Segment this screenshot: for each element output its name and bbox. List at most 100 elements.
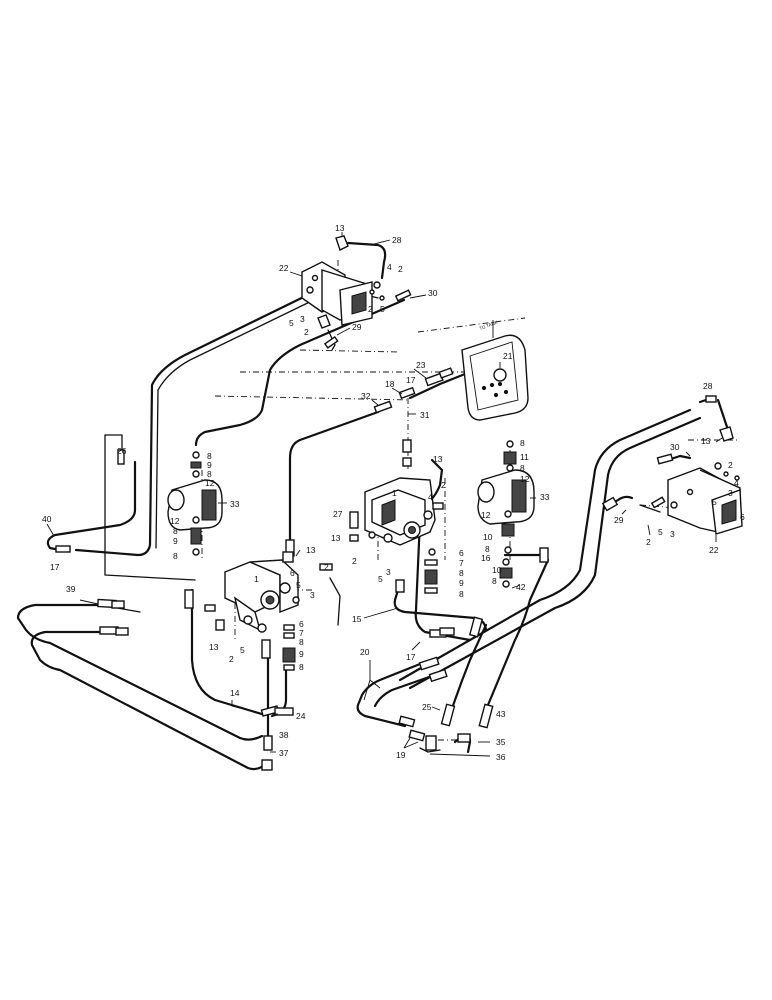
callout-1: 1 — [392, 488, 397, 498]
callout-25: 25 — [422, 702, 432, 712]
callout-6: 6 — [299, 619, 304, 629]
callout-12: 12 — [205, 478, 215, 488]
callout-2: 2 — [352, 556, 357, 566]
callout-9: 9 — [459, 578, 464, 588]
tank-caption: TO TANK — [479, 320, 499, 331]
callout-30: 30 — [670, 442, 680, 452]
callout-3: 3 — [310, 590, 315, 600]
callout-38: 38 — [279, 730, 289, 740]
hydraulic-lines — [16, 241, 730, 771]
callout-12: 12 — [170, 516, 180, 526]
callout-16: 16 — [481, 553, 491, 563]
callout-21: 21 — [503, 351, 513, 361]
callout-13: 13 — [209, 642, 219, 652]
callout-3: 3 — [670, 529, 675, 539]
callout-8: 8 — [173, 526, 178, 536]
callout-2: 2 — [398, 264, 403, 274]
callout-5: 5 — [289, 318, 294, 328]
callout-43: 43 — [496, 709, 506, 719]
callout-2: 2 — [304, 327, 309, 337]
left-cylinder — [167, 451, 223, 556]
callout-8: 8 — [207, 469, 212, 479]
callout-6: 6 — [740, 512, 745, 522]
callout-26: 26 — [117, 446, 127, 456]
callout-17: 17 — [406, 375, 416, 385]
callout-8: 8 — [299, 637, 304, 647]
callout-4: 4 — [734, 478, 739, 488]
callout-33: 33 — [540, 492, 550, 502]
callout-31: 31 — [420, 410, 430, 420]
right-cylinder — [477, 440, 535, 588]
callout-27: 27 — [333, 509, 343, 519]
callout-8: 8 — [173, 551, 178, 561]
line-fittings — [55, 367, 717, 771]
callout-1: 1 — [254, 574, 259, 584]
callout-5: 5 — [240, 645, 245, 655]
callout-9: 9 — [173, 536, 178, 546]
callout-3: 3 — [728, 488, 733, 498]
callout-13: 13 — [433, 454, 443, 464]
callout-13: 13 — [701, 436, 711, 446]
callout-42: 42 — [516, 582, 526, 592]
callout-28: 28 — [703, 381, 713, 391]
callout-30: 30 — [428, 288, 438, 298]
callout-17: 17 — [50, 562, 60, 572]
callout-13: 13 — [335, 223, 345, 233]
callout-22: 22 — [279, 263, 289, 273]
right-control-unit — [650, 426, 743, 535]
callout-36: 36 — [496, 752, 506, 762]
callout-6: 6 — [459, 548, 464, 558]
callout-2: 2 — [646, 537, 651, 547]
callout-22: 22 — [709, 545, 719, 555]
callout-8: 8 — [520, 463, 525, 473]
callout-2: 2 — [229, 654, 234, 664]
callout-18: 18 — [385, 379, 395, 389]
middle-control-valve — [364, 477, 438, 594]
callout-19: 19 — [396, 750, 406, 760]
callout-10: 10 — [483, 532, 493, 542]
callout-10: 10 — [492, 565, 502, 575]
callout-35: 35 — [496, 737, 506, 747]
callout-12: 12 — [481, 510, 491, 520]
callout-29: 29 — [352, 322, 362, 332]
callout-24: 24 — [296, 711, 306, 721]
callout-5: 5 — [658, 527, 663, 537]
callout-2: 2 — [728, 460, 733, 470]
callout-15: 15 — [352, 614, 362, 624]
callout-23: 23 — [416, 360, 426, 370]
callout-8: 8 — [207, 451, 212, 461]
callout-29: 29 — [614, 515, 624, 525]
callout-6: 6 — [290, 568, 295, 578]
callout-11: 11 — [520, 452, 529, 462]
callout-12: 12 — [520, 474, 530, 484]
callout-13: 13 — [331, 533, 341, 543]
callout-37: 37 — [279, 748, 289, 758]
callout-8: 8 — [299, 662, 304, 672]
callout-labels: 13 28 22 4 2 5 3 2 5 2 29 30 21 23 17 18… — [42, 223, 745, 762]
tank-panel: TO TANK — [461, 320, 529, 421]
callout-7: 7 — [299, 628, 304, 638]
callout-8: 8 — [485, 544, 490, 554]
callout-32: 32 — [361, 391, 371, 401]
leader-lines — [46, 232, 723, 757]
callout-4: 4 — [428, 492, 433, 502]
callout-2: 2 — [441, 480, 446, 490]
top-control-unit — [301, 235, 412, 349]
left-control-valve — [215, 559, 300, 671]
callout-20: 20 — [360, 647, 370, 657]
callout-9: 9 — [207, 460, 212, 470]
callout-3: 3 — [386, 567, 391, 577]
callout-8: 8 — [459, 568, 464, 578]
callout-39: 39 — [66, 584, 76, 594]
callout-2: 2 — [368, 304, 373, 314]
callout-17: 17 — [406, 652, 416, 662]
callout-4: 4 — [387, 262, 392, 272]
callout-7: 7 — [459, 558, 464, 568]
callout-28: 28 — [392, 235, 402, 245]
callout-8: 8 — [459, 589, 464, 599]
callout-13: 13 — [306, 545, 316, 555]
callout-5: 5 — [380, 304, 385, 314]
callout-33: 33 — [230, 499, 240, 509]
callout-5: 5 — [378, 574, 383, 584]
